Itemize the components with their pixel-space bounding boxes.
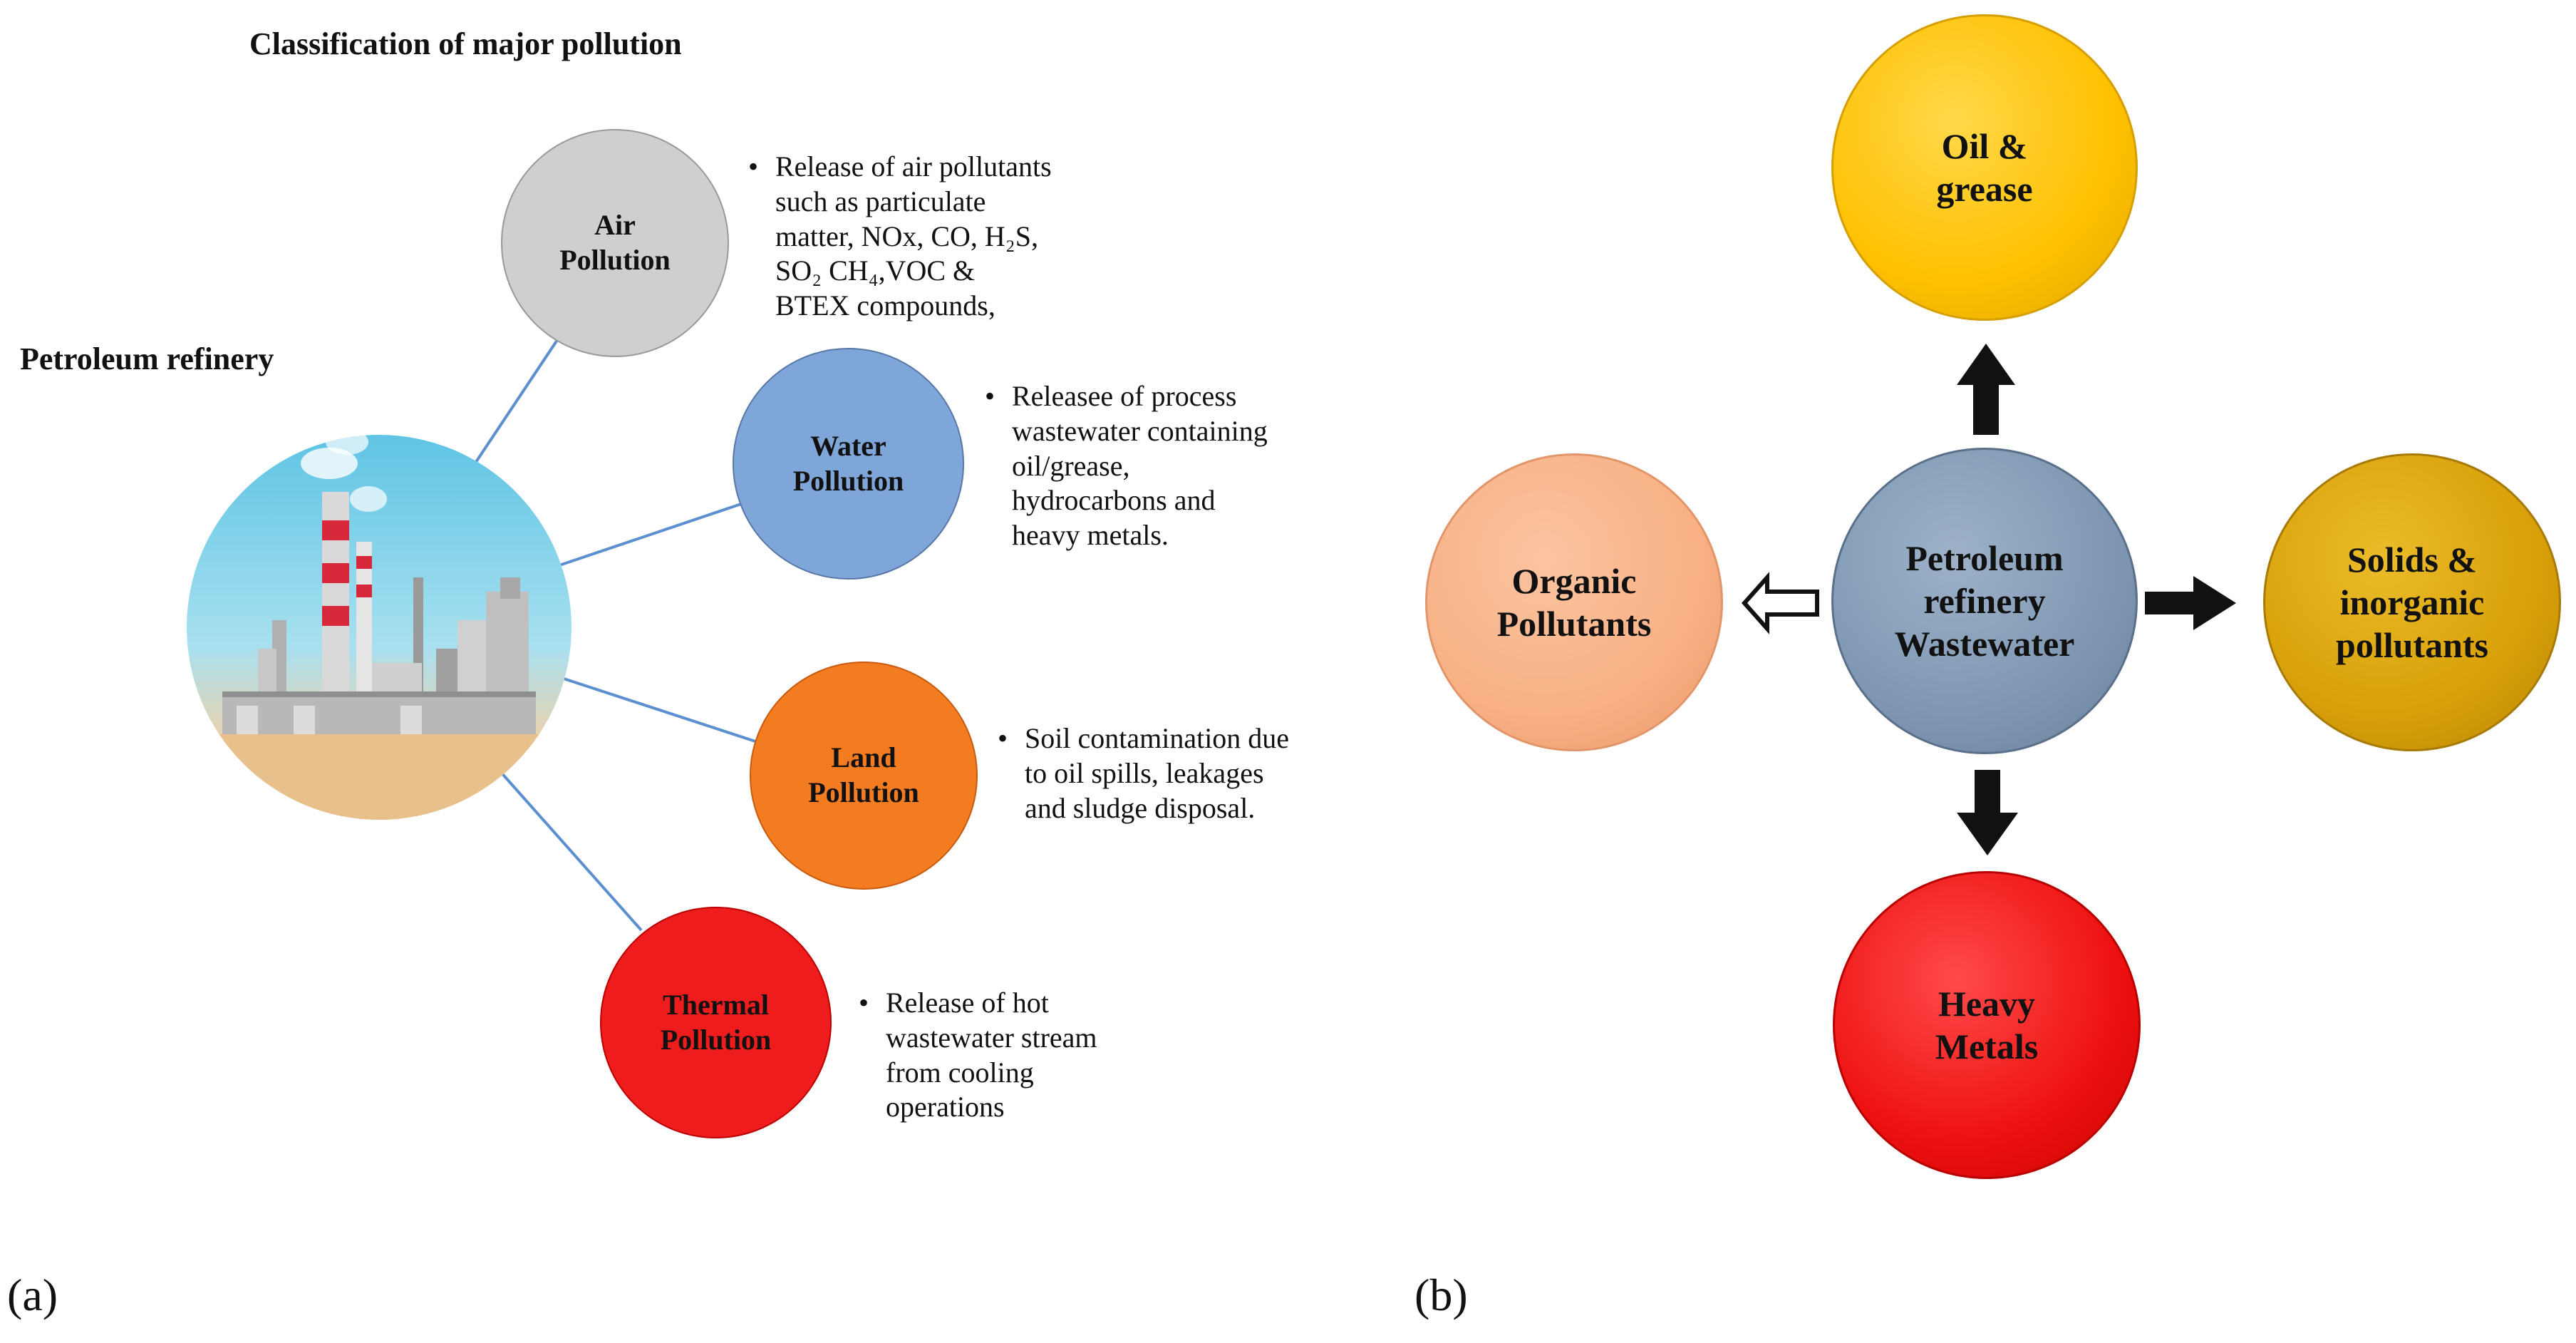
connector-thermal xyxy=(497,768,643,932)
water-pollution-text: Releasee of process wastewater containin… xyxy=(1012,380,1268,552)
panel-a-label: (a) xyxy=(7,1269,58,1322)
wastewater-center-label: Petroleum refinery Wastewater xyxy=(1894,538,2075,664)
thermal-pollution-label: Thermal Pollution xyxy=(660,988,772,1056)
land-pollution-label: Land Pollution xyxy=(808,741,919,808)
wastewater-center-node: Petroleum refinery Wastewater xyxy=(1831,448,2138,754)
arrow-left-icon xyxy=(1741,572,1819,634)
panel-b-label-text: (b) xyxy=(1414,1270,1468,1320)
thermal-pollution-description: •Release of hot wastewater stream from c… xyxy=(859,986,1097,1125)
air-pollution-text: Release of air pollutants such as partic… xyxy=(775,150,1052,322)
organic-pollutants-label: Organic Pollutants xyxy=(1496,561,1652,644)
refinery-image xyxy=(187,435,571,820)
arrow-up-icon xyxy=(1957,344,2015,435)
land-pollution-text: Soil contamination due to oil spills, le… xyxy=(1025,722,1290,824)
air-pollution-description: •Release of air pollutants such as parti… xyxy=(748,150,1052,324)
air-pollution-label: Air Pollution xyxy=(559,209,671,276)
arrow-right-icon xyxy=(2145,576,2236,630)
water-pollution-node: Water Pollution xyxy=(733,348,964,580)
source-label: Petroleum refinery xyxy=(20,341,274,376)
panel-a-label-text: (a) xyxy=(7,1270,58,1320)
oil-grease-label: Oil & grease xyxy=(1936,126,2033,209)
land-pollution-description: •Soil contamination due to oil spills, l… xyxy=(998,721,1289,825)
thermal-pollution-text: Release of hot wastewater stream from co… xyxy=(886,987,1097,1123)
water-pollution-label: Water Pollution xyxy=(792,429,904,497)
solids-inorganic-node: Solids & inorganic pollutants xyxy=(2263,453,2561,751)
air-pollution-node: Air Pollution xyxy=(501,129,729,357)
thermal-pollution-node: Thermal Pollution xyxy=(600,907,832,1138)
panel-a-title: Classification of major pollution xyxy=(249,26,682,61)
heavy-metals-label: Heavy Metals xyxy=(1935,984,2039,1066)
arrow-down-icon xyxy=(1957,770,2018,855)
oil-grease-node: Oil & grease xyxy=(1831,14,2138,321)
heavy-metals-node: Heavy Metals xyxy=(1833,871,2141,1179)
panel-b-label: (b) xyxy=(1414,1269,1468,1322)
land-pollution-node: Land Pollution xyxy=(750,662,978,890)
solids-inorganic-label: Solids & inorganic pollutants xyxy=(2336,540,2488,665)
water-pollution-description: •Releasee of process wastewater containi… xyxy=(985,379,1268,553)
organic-pollutants-node: Organic Pollutants xyxy=(1425,453,1723,751)
connector-land xyxy=(559,676,756,743)
connector-water xyxy=(559,503,742,567)
connector-air xyxy=(475,330,564,463)
